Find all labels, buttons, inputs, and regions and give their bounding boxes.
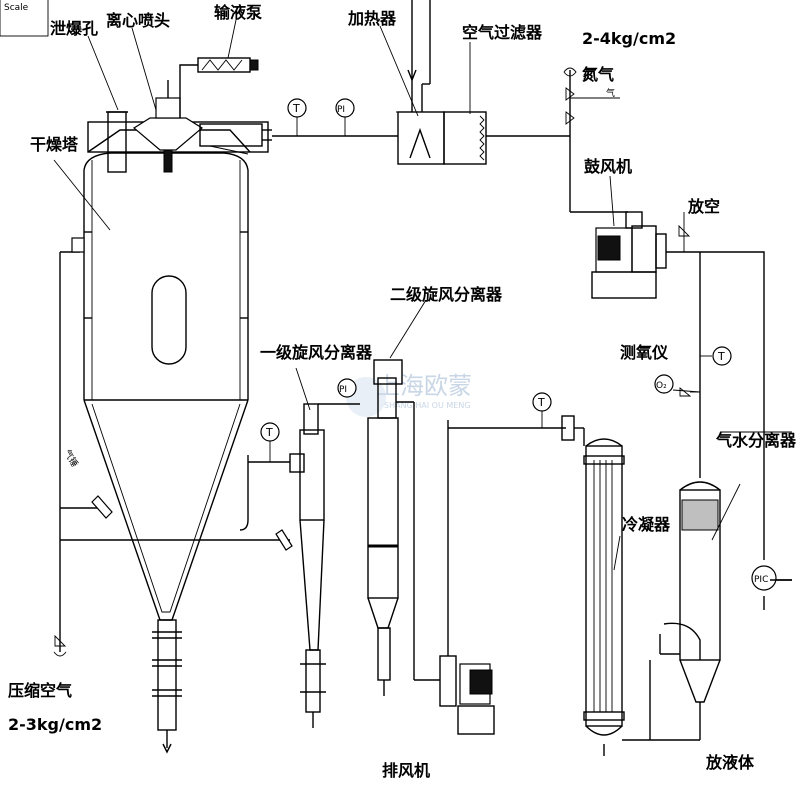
gas-water-separator xyxy=(622,470,721,741)
cyclone-pressure-symbol: PI xyxy=(339,385,347,395)
label-atomizer: 离心喷头 xyxy=(106,11,170,30)
leader-lines xyxy=(53,19,741,571)
drying-tower xyxy=(83,121,269,754)
inlet-pressure-indicator: PI xyxy=(335,98,355,136)
blower xyxy=(591,211,700,299)
atomizer xyxy=(132,80,204,173)
label-drying-tower: 干燥塔 xyxy=(30,135,79,154)
inlet-temp-indicator: T xyxy=(287,98,307,136)
label-blower: 鼓风机 xyxy=(584,157,632,176)
label-compressed-air-pressure: 2-3kg/cm2 xyxy=(8,715,102,734)
label-vent: 放空 xyxy=(687,197,720,216)
cyclone-temp-symbol: T xyxy=(265,426,273,439)
feed-pump xyxy=(179,57,259,118)
recirc-temp-symbol: T xyxy=(717,350,725,363)
label-explosion-vent: 泄爆孔 xyxy=(50,19,98,38)
cyclone-2 xyxy=(367,359,415,696)
label-discharge: 放液体 xyxy=(705,753,755,772)
watermark-subtext: SHANG HAI OU MENG xyxy=(384,401,471,410)
air-filter xyxy=(443,111,570,165)
label-feed-pump: 输液泵 xyxy=(214,3,262,22)
inlet-pressure-symbol: PI xyxy=(337,105,345,115)
corner-tag: Scale xyxy=(0,0,49,37)
inlet-temp-symbol: T xyxy=(292,102,300,115)
explosion-vent xyxy=(106,111,128,173)
label-cyclone-2: 二级旋风分离器 xyxy=(390,285,503,304)
cyclone-1 xyxy=(289,403,360,728)
label-gas-hammer: 气锤 xyxy=(61,448,80,470)
nitrogen-line: 气 xyxy=(563,67,628,213)
vent-valve xyxy=(678,212,691,252)
heater xyxy=(396,0,445,165)
exhaust-temp-symbol: T xyxy=(537,396,545,409)
pressure-controller: PIC xyxy=(751,565,777,591)
label-exhaust-fan: 排风机 xyxy=(382,761,430,780)
exhaust-fan: T xyxy=(414,392,584,735)
pressure-controller-symbol: PIC xyxy=(754,575,768,585)
label-oxygen-meter: 测氧仪 xyxy=(620,343,669,362)
watermark-text: 上海欧蒙 xyxy=(376,372,472,400)
nitrogen-line-label: 气 xyxy=(606,87,615,99)
label-air-filter: 空气过滤器 xyxy=(462,23,543,42)
label-gas-water-separator: 气水分离器 xyxy=(715,431,797,450)
tower-to-cyclone-duct: T PI xyxy=(239,378,357,531)
watermark: 上海欧蒙 SHANG HAI OU MENG xyxy=(346,372,472,417)
label-compressed-air: 压缩空气 xyxy=(8,681,72,700)
corner-tag-text: Scale xyxy=(4,3,29,13)
condenser xyxy=(583,428,625,756)
label-condenser: 冷凝器 xyxy=(622,515,671,534)
oxygen-meter: O₂ xyxy=(654,374,701,397)
recirc-temp-indicator: T xyxy=(700,346,732,366)
label-cyclone-1: 一级旋风分离器 xyxy=(260,343,373,362)
label-nitrogen: 氮气 xyxy=(582,65,614,84)
oxygen-symbol: O₂ xyxy=(656,381,667,391)
label-heater: 加热器 xyxy=(347,9,397,28)
compressed-air-line xyxy=(53,237,792,657)
label-nitrogen-pressure: 2-4kg/cm2 xyxy=(582,29,676,48)
hot-air-duct xyxy=(199,123,398,155)
